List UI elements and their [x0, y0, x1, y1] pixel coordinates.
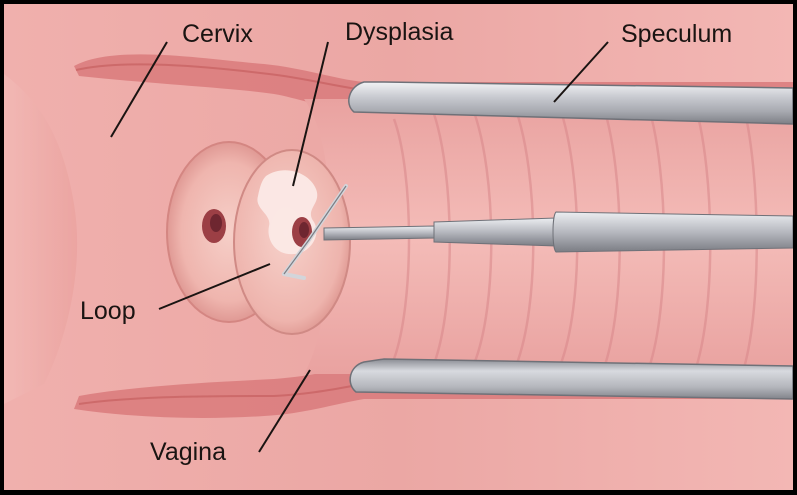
leep-shaft [324, 226, 434, 240]
medical-illustration [4, 4, 793, 490]
speculum-label: Speculum [621, 22, 732, 47]
cervix-label: Cervix [182, 22, 253, 47]
dysplasia-label: Dysplasia [345, 20, 453, 45]
loop-label: Loop [80, 299, 136, 324]
leep-handle [434, 218, 556, 246]
leep-grip [553, 212, 793, 252]
speculum-lower-blade [350, 359, 793, 399]
vagina-label: Vagina [150, 440, 226, 465]
